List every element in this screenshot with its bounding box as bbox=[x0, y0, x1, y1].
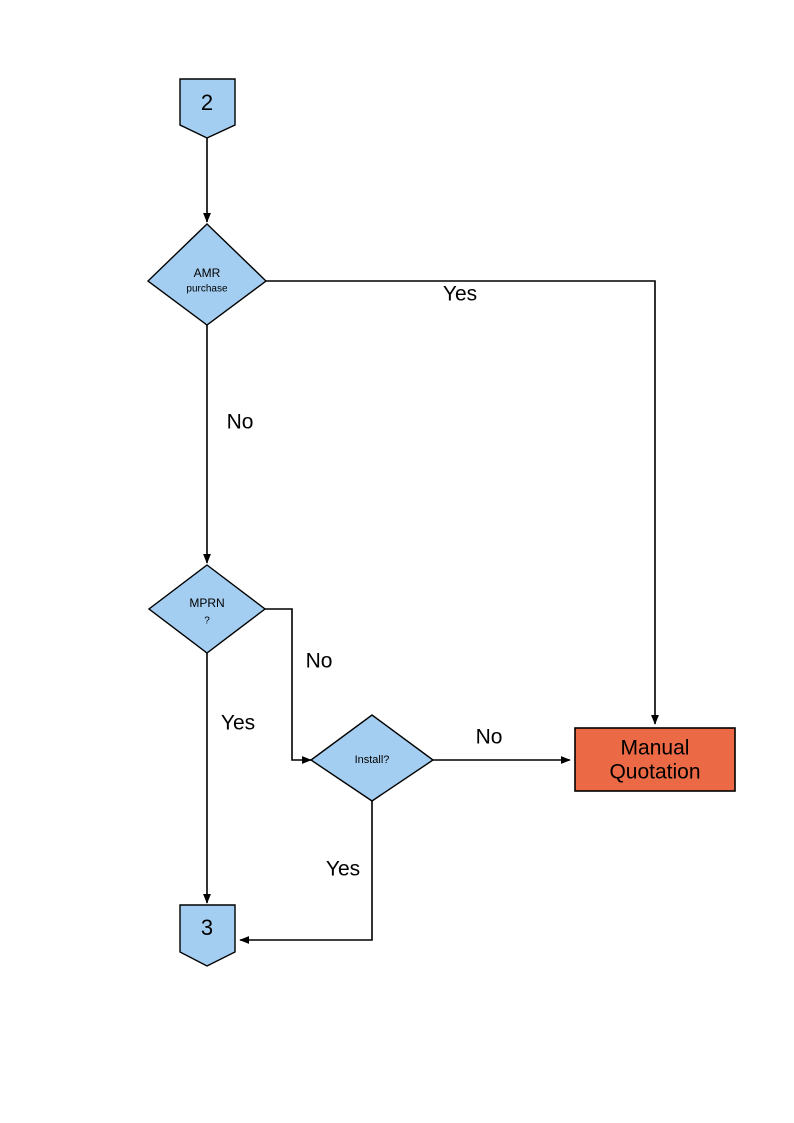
node-decision-mprn[interactable]: MPRN ? bbox=[147, 564, 267, 654]
edge-label-mprn-no: No bbox=[306, 650, 333, 673]
edge-label-mprn-yes: Yes bbox=[221, 712, 255, 735]
node-manual-quotation[interactable]: Manual Quotation bbox=[574, 727, 736, 792]
node-connector-out[interactable]: 3 bbox=[179, 904, 236, 967]
connector-in-shape bbox=[179, 78, 236, 139]
connector-out-shape bbox=[179, 904, 236, 967]
connector-out-label: 3 bbox=[201, 915, 213, 940]
node-decision-install[interactable]: Install? bbox=[309, 714, 435, 802]
manual-quotation-label-line1: Manual bbox=[621, 737, 690, 760]
decision-install-shape bbox=[309, 714, 435, 802]
node-connector-in[interactable]: 2 bbox=[179, 78, 236, 139]
decision-install-label: Install? bbox=[355, 754, 390, 766]
decision-mprn-label-line2: ? bbox=[204, 616, 210, 627]
edge-mprn-no-to-install bbox=[265, 608, 312, 764]
edge-label-install-yes: Yes bbox=[326, 858, 360, 881]
edge-amr-yes-to-manual-quotation bbox=[266, 280, 659, 725]
decision-amr-shape bbox=[146, 223, 268, 326]
decision-mprn-label-line1: MPRN bbox=[189, 596, 224, 610]
connector-in-label: 2 bbox=[201, 90, 213, 115]
manual-quotation-shape bbox=[574, 727, 736, 792]
edge-label-amr-no: No bbox=[227, 411, 254, 434]
node-decision-amr[interactable]: AMR purchase bbox=[146, 223, 268, 326]
decision-mprn-shape bbox=[147, 564, 267, 654]
edge-label-amr-yes: Yes bbox=[443, 283, 477, 306]
decision-amr-label-line1: AMR bbox=[194, 266, 221, 280]
edge-label-install-no: No bbox=[476, 726, 503, 749]
manual-quotation-label-line2: Quotation bbox=[609, 761, 700, 784]
edge-install-yes-to-connector-out bbox=[239, 801, 373, 944]
decision-amr-label-line2: purchase bbox=[186, 284, 228, 295]
